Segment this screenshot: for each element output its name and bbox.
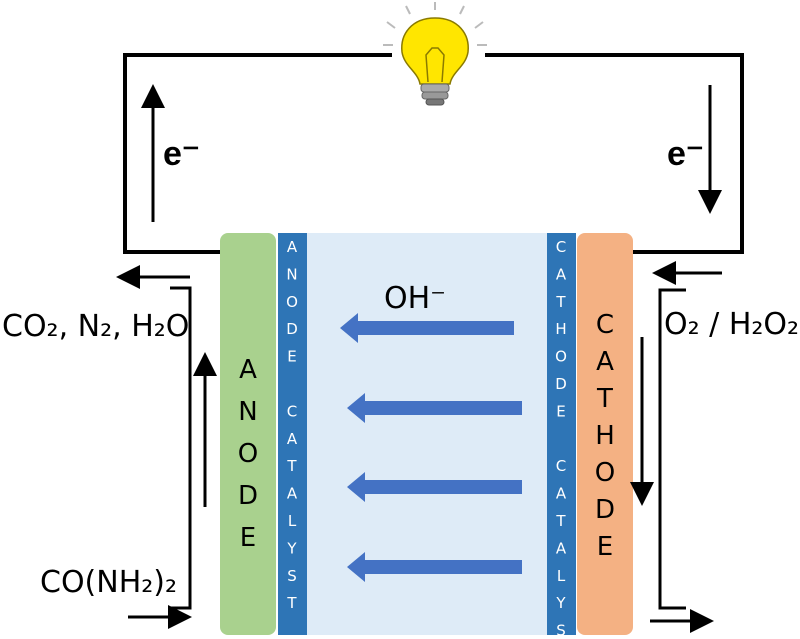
cathode-catalyst (547, 233, 576, 635)
anode-label: ANODE (233, 355, 263, 565)
circuit-wire-left (123, 53, 392, 254)
cathode (577, 233, 633, 635)
circuit-wire-right (485, 53, 744, 254)
light-bulb-icon (383, 2, 487, 106)
anode (220, 233, 276, 635)
ion-flow-arrow (347, 393, 522, 423)
anode-fuel-label: CO(NH₂)₂ (40, 565, 177, 600)
electron-label-right: e⁻ (667, 135, 704, 173)
ion-flow-arrow (340, 313, 514, 343)
cathode-flow-bracket (658, 288, 686, 610)
ion-flow-arrow (347, 552, 522, 582)
cathode-oxidant-label: O₂ / H₂O₂ (664, 307, 799, 342)
electron-label-left: e⁻ (163, 135, 200, 173)
ion-flow-arrow (347, 472, 522, 502)
anode-catalyst (278, 233, 307, 635)
anode-products-label: CO₂, N₂, H₂O (2, 309, 189, 344)
hydroxide-ion-label: OH⁻ (384, 281, 446, 316)
